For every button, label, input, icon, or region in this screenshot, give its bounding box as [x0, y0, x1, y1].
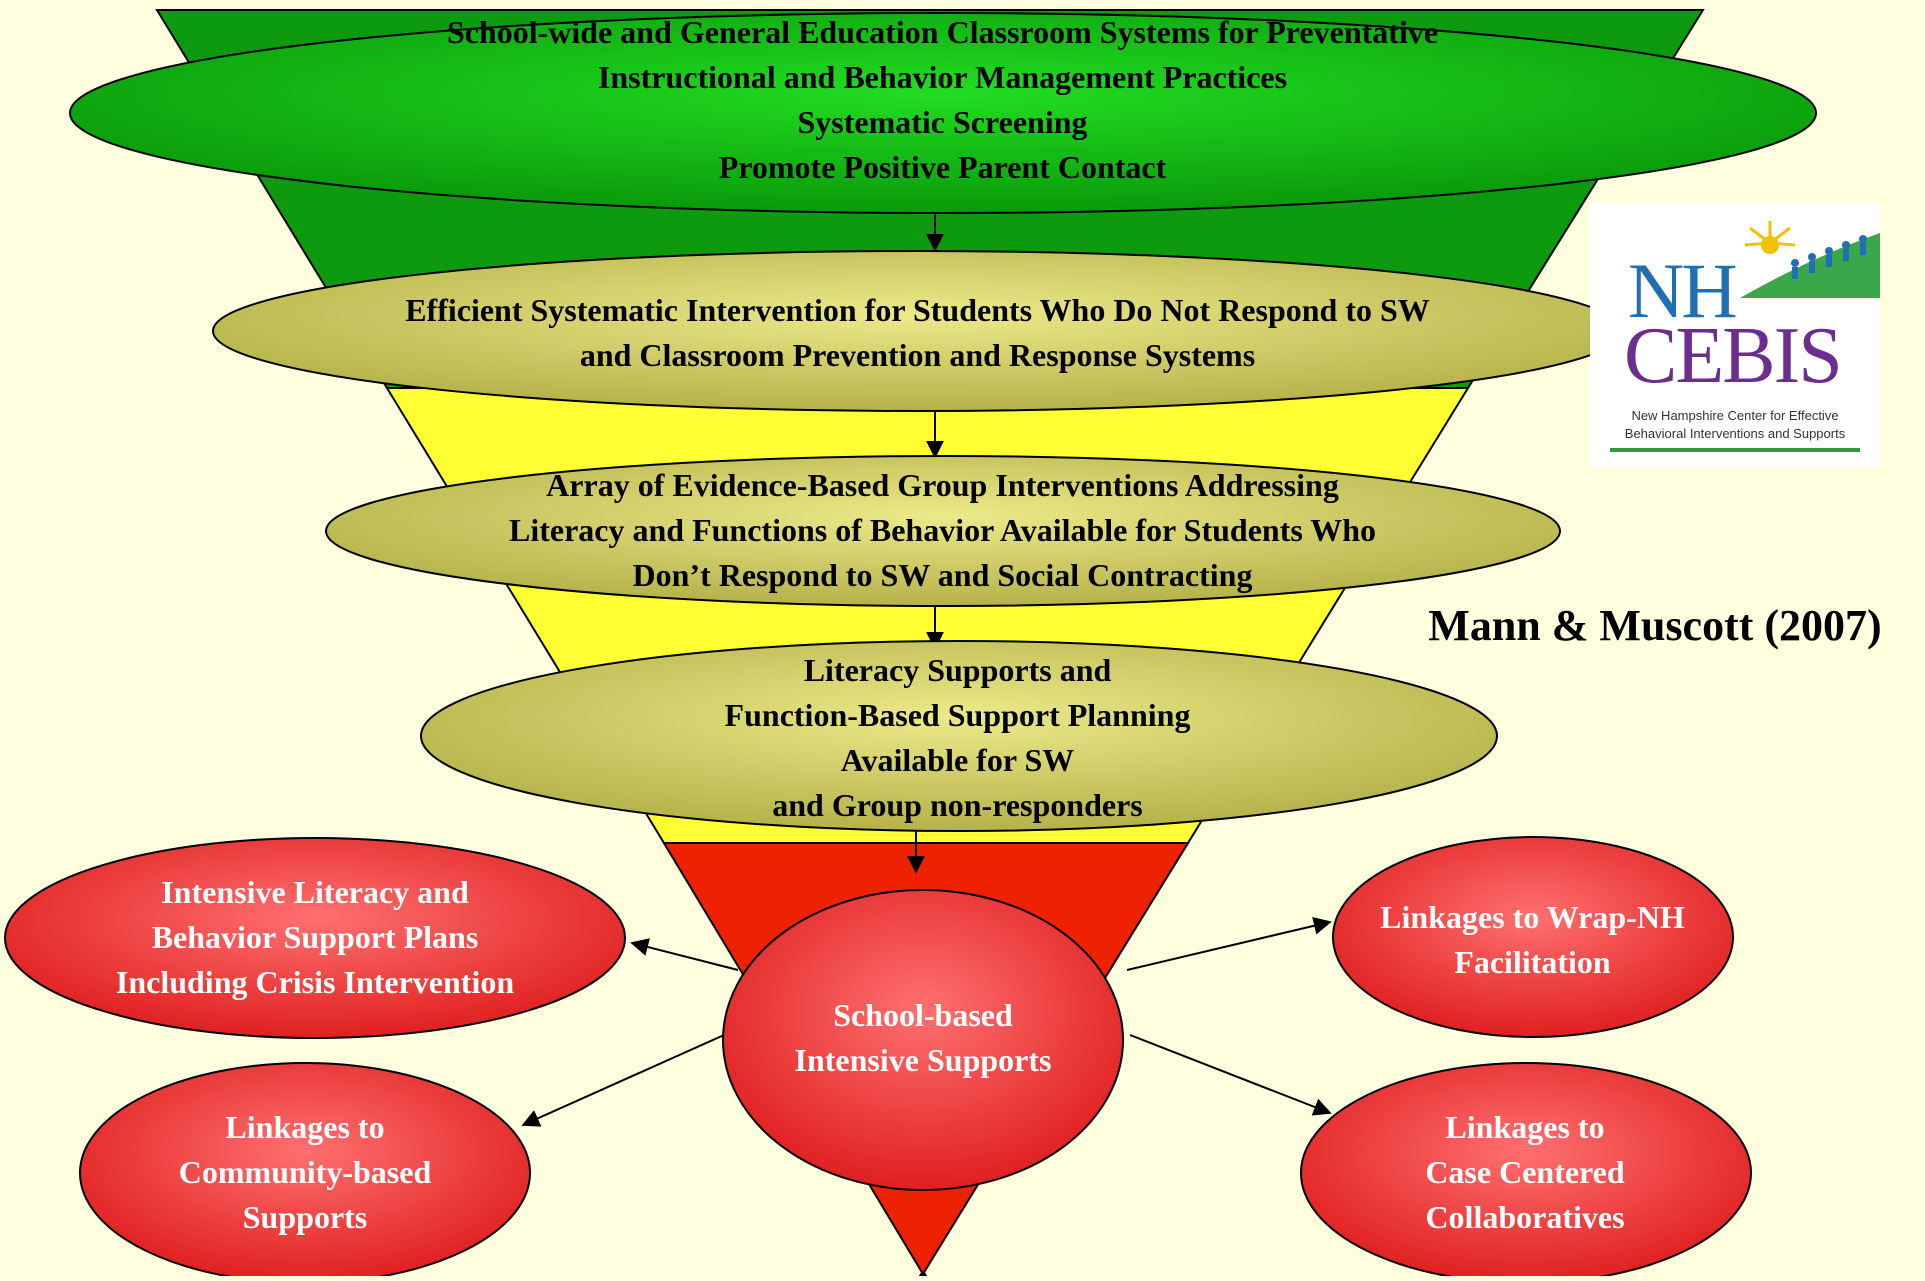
- text-line: Intensive Supports: [794, 1041, 1052, 1078]
- oval-literacy: [420, 640, 1498, 832]
- text-line: Behavior Support Plans: [151, 919, 479, 955]
- oval-school-based: [722, 889, 1124, 1191]
- text-line: and Group non-responders: [772, 787, 1143, 823]
- oval-wrap: [1332, 836, 1734, 1038]
- arrow-to-community: [521, 1034, 725, 1127]
- text-line: Community-based: [178, 1154, 432, 1190]
- text-line: Function-Based Support Planning: [724, 697, 1191, 733]
- logo-graphic: [1740, 221, 1880, 298]
- logo-caption-2: Behavioral Interventions and Supports: [1624, 426, 1846, 441]
- oval-schoolwide-text: School-wide and General Education Classr…: [230, 10, 1655, 190]
- nh-cebis-logo: NH CEBIS New Hampshire Center for Effect…: [1590, 203, 1880, 468]
- oval-efficient-text: Efficient Systematic Intervention for St…: [250, 285, 1585, 380]
- oval-literacy-text: Literacy Supports and Function-Based Sup…: [550, 648, 1365, 828]
- text-line: Including Crisis Intervention: [115, 964, 515, 1000]
- text-line: Systematic Screening: [797, 104, 1088, 140]
- logo-caption-1: New Hampshire Center for Effective: [1631, 408, 1839, 423]
- text-line: Efficient Systematic Intervention for St…: [405, 291, 1430, 328]
- text-line: Literacy Supports and: [803, 652, 1112, 688]
- oval-array: [325, 455, 1561, 607]
- text-line: Supports: [242, 1199, 368, 1235]
- author-credit: Mann & Muscott (2007): [1428, 601, 1882, 650]
- text-line: Array of Evidence-Based Group Interventi…: [546, 467, 1339, 503]
- text-line: Promote Positive Parent Contact: [718, 149, 1167, 185]
- oval-community: [79, 1062, 531, 1281]
- logo-rule: [1610, 448, 1860, 452]
- text-line: Available for SW: [840, 742, 1075, 778]
- text-line: Don’t Respond to SW and Social Contracti…: [632, 557, 1253, 593]
- oval-school-based-text: School-based Intensive Supports: [740, 990, 1106, 1085]
- oval-case: [1300, 1062, 1752, 1281]
- text-line: Collaboratives: [1425, 1199, 1625, 1235]
- text-line: Linkages to: [1445, 1109, 1605, 1145]
- oval-wrap-text: Linkages to Wrap-NH Facilitation: [1340, 895, 1725, 985]
- text-line: Literacy and Functions of Behavior Avail…: [508, 512, 1377, 548]
- text-line: Linkages to Wrap-NH: [1380, 899, 1685, 935]
- text-line: Case Centered: [1425, 1154, 1625, 1190]
- oval-intensive-plans-text: Intensive Literacy and Behavior Support …: [60, 870, 570, 1005]
- text-line: and Classroom Prevention and Response Sy…: [579, 336, 1256, 373]
- arrow-to-intensive-plans: [630, 938, 739, 971]
- oval-community-text: Linkages to Community-based Supports: [110, 1105, 500, 1240]
- oval-intensive-plans: [4, 837, 626, 1039]
- oval-case-text: Linkages to Case Centered Collaboratives: [1330, 1105, 1720, 1240]
- text-line: Linkages to: [225, 1109, 385, 1145]
- arrow-to-wrap: [1126, 916, 1332, 971]
- logo-cebis: CEBIS: [1624, 312, 1843, 400]
- logo-nh: NH: [1628, 247, 1738, 334]
- text-line: Intensive Literacy and: [161, 874, 469, 910]
- oval-array-text: Array of Evidence-Based Group Interventi…: [380, 463, 1505, 598]
- text-line: Facilitation: [1454, 944, 1611, 980]
- text-line: School-based: [833, 996, 1013, 1033]
- text-line: School-wide and General Education Classr…: [446, 14, 1439, 50]
- text-line: Instructional and Behavior Management Pr…: [597, 59, 1288, 95]
- oval-schoolwide: [69, 12, 1817, 214]
- arrow-to-case: [1129, 1034, 1332, 1116]
